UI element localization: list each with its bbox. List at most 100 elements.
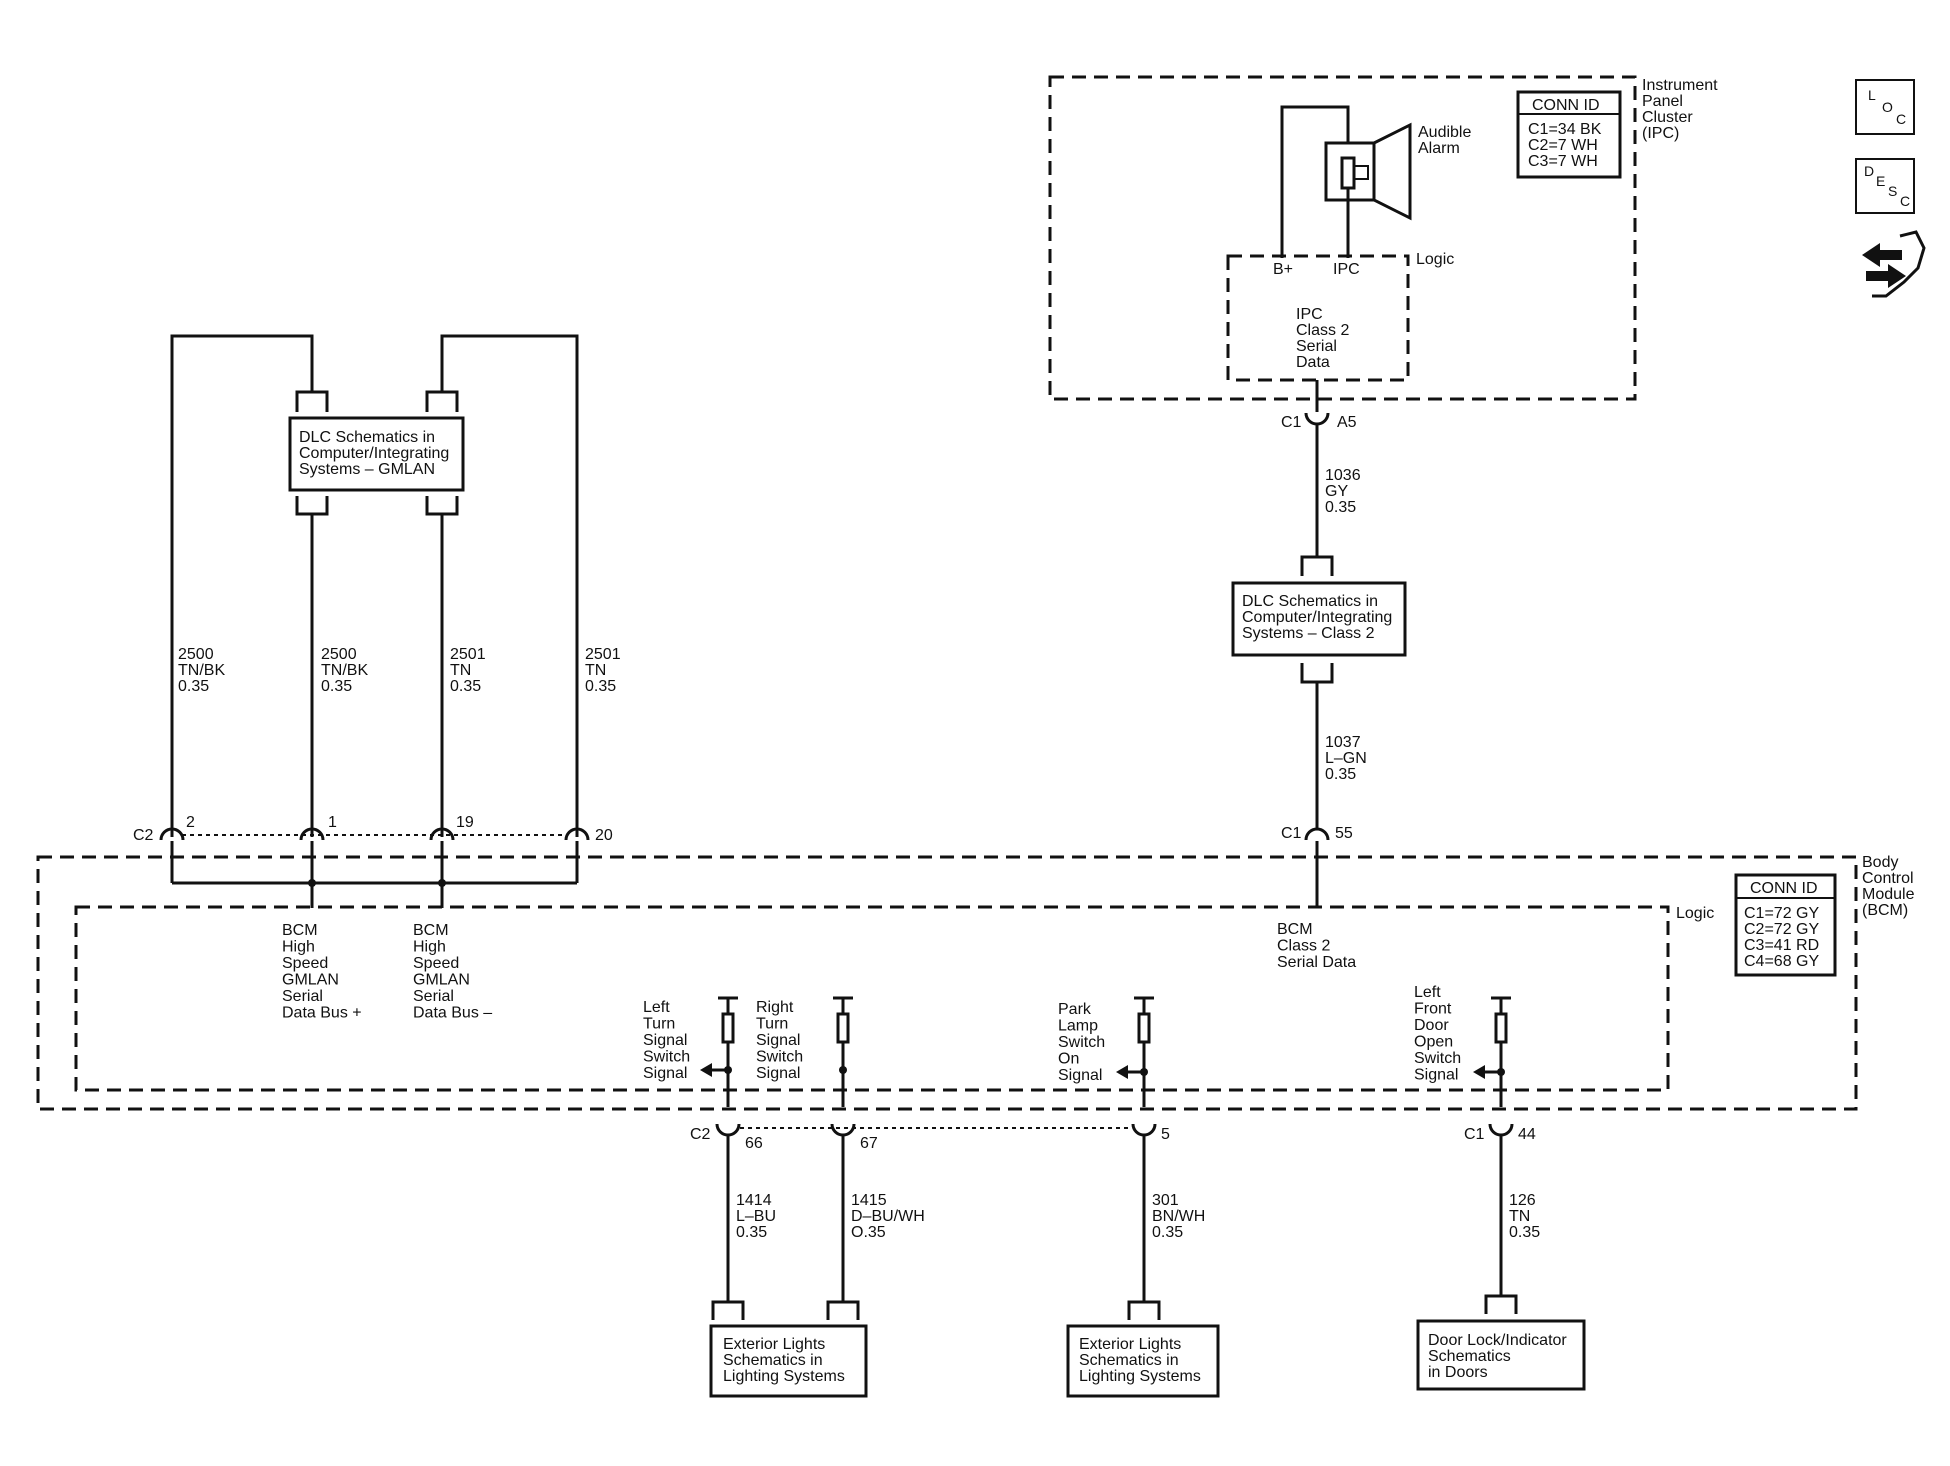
loc-button[interactable]: L O C [1855, 79, 1915, 135]
text-line: Left [643, 999, 670, 1016]
text-line: TN [1509, 1208, 1530, 1225]
text-line: Systems – Class 2 [1242, 625, 1375, 642]
loc-letter-l: L [1868, 87, 1876, 103]
desc-button[interactable]: D E S C [1855, 158, 1915, 214]
bcm-pin-55: 55 [1335, 825, 1353, 842]
text-line: Serial [1296, 338, 1337, 355]
ipc-pin-bplus: B+ [1273, 261, 1293, 278]
bcm-logic-label: Logic [1676, 905, 1714, 922]
text-line: C2=72 GY [1744, 921, 1819, 938]
text-line: 2501 [450, 646, 486, 663]
text-line: Serial [413, 988, 454, 1005]
text-line: Exterior Lights [723, 1336, 825, 1353]
text-line: TN [450, 662, 471, 679]
text-line: DLC Schematics in [299, 429, 435, 446]
text-line: C3=7 WH [1528, 153, 1598, 170]
dlc-class2-box[interactable] [1231, 581, 1407, 657]
text-line: BN/WH [1152, 1208, 1205, 1225]
text-line: Switch [643, 1049, 690, 1066]
text-line: Schematics [1428, 1348, 1511, 1365]
text-line: Body [1862, 854, 1898, 871]
bcm-pin-19: 19 [456, 814, 474, 831]
text-line: Module [1862, 886, 1915, 903]
bcm-top-c1-label: C1 [1281, 825, 1302, 842]
bcm-bottom-c2-label: C2 [690, 1126, 711, 1143]
text-line: Signal [643, 1032, 687, 1049]
text-line: 0.35 [1152, 1224, 1183, 1241]
audible-alarm-icon [1324, 122, 1412, 221]
text-line: Left [1414, 984, 1441, 1001]
text-line: GMLAN [413, 972, 470, 989]
bcm-pin-1: 1 [328, 814, 337, 831]
text-line: Data [1296, 354, 1330, 371]
park-lamp-input [1116, 996, 1154, 1107]
text-line: C1=72 GY [1744, 905, 1819, 922]
text-line: 1037 [1325, 734, 1361, 751]
text-line: Turn [643, 1016, 675, 1033]
text-line: Computer/Integrating [1242, 609, 1392, 626]
text-line: 1414 [736, 1192, 772, 1209]
bcm-pin-66: 66 [745, 1135, 763, 1152]
text-line: 126 [1509, 1192, 1536, 1209]
text-line: BCM [1277, 921, 1313, 938]
text-line: TN/BK [178, 662, 225, 679]
bcm-pin-20: 20 [595, 827, 613, 844]
text-line: Signal [1414, 1067, 1458, 1084]
dlc-gmlan-box[interactable] [288, 416, 465, 492]
ext-lights-1-box[interactable] [709, 1324, 868, 1398]
text-line: Switch [1058, 1034, 1105, 1051]
text-line: Signal [643, 1065, 687, 1082]
text-line: 0.35 [178, 678, 209, 695]
ext-lights-2-box[interactable] [1066, 1324, 1220, 1398]
text-line: 2500 [321, 646, 357, 663]
text-line: Switch [1414, 1050, 1461, 1067]
text-line: 0.35 [585, 678, 616, 695]
ipc-conn-id-box [1516, 90, 1622, 179]
text-line: Audible [1418, 124, 1471, 141]
tools-icon[interactable] [1862, 230, 1926, 298]
text-line: Cluster [1642, 109, 1693, 126]
bcm-conn-id-box [1734, 873, 1837, 977]
text-line: 0.35 [1325, 499, 1356, 516]
right-turn-input [833, 996, 853, 1107]
desc-letter-e: E [1876, 173, 1885, 189]
text-line: High [282, 939, 315, 956]
text-line: Control [1862, 870, 1914, 887]
text-line: C3=41 RD [1744, 937, 1819, 954]
text-line: TN [585, 662, 606, 679]
door-lock-box[interactable] [1416, 1319, 1586, 1391]
text-line: Computer/Integrating [299, 445, 449, 462]
text-line: 2500 [178, 646, 214, 663]
text-line: (BCM) [1862, 902, 1908, 919]
text-line: 1415 [851, 1192, 887, 1209]
text-line: Schematics in [723, 1352, 823, 1369]
loc-letter-o: O [1882, 99, 1893, 115]
text-line: Lighting Systems [723, 1368, 845, 1385]
bcm-pin-44: 44 [1518, 1126, 1536, 1143]
bcm-pin-67: 67 [860, 1135, 878, 1152]
text-line: Open [1414, 1034, 1453, 1051]
text-line: L–GN [1325, 750, 1367, 767]
ipc-c1-label: C1 [1281, 414, 1302, 431]
text-line: Speed [413, 955, 459, 972]
loc-letter-c: C [1896, 111, 1906, 127]
text-line: Serial [282, 988, 323, 1005]
text-line: 0.35 [321, 678, 352, 695]
text-line: Data Bus + [282, 1005, 362, 1022]
